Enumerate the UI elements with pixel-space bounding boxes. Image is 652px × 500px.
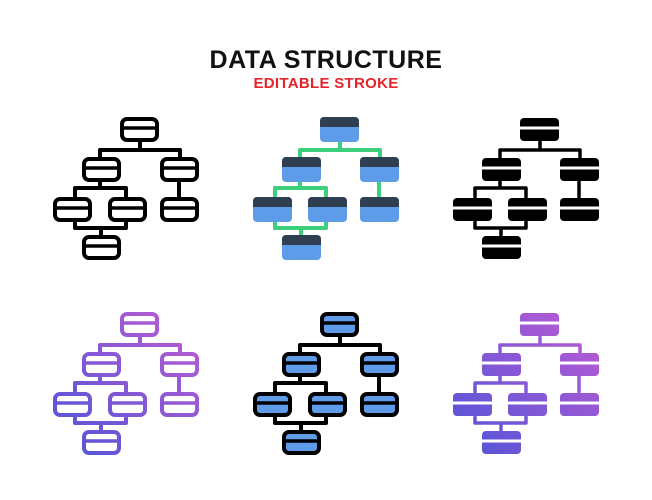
node-box <box>160 157 199 182</box>
node-box <box>482 236 521 259</box>
connector-line <box>73 220 128 237</box>
connector-line <box>273 375 328 394</box>
node-box <box>120 312 159 337</box>
node-box <box>160 197 199 222</box>
data-structure-outline-icon-svg <box>53 117 199 260</box>
node-box <box>82 235 121 260</box>
node-box <box>560 353 599 376</box>
node-box <box>520 313 559 336</box>
node-box <box>282 235 321 260</box>
page-title: DATA STRUCTURE <box>209 46 443 74</box>
connector-line <box>73 375 128 394</box>
connector-line <box>473 375 528 394</box>
node-box <box>160 352 199 377</box>
page-subtitle: EDITABLE STROKE <box>253 75 399 92</box>
node-box <box>82 157 121 182</box>
node-box <box>160 392 199 417</box>
node-box <box>453 393 492 416</box>
node-box <box>482 158 521 181</box>
node-box <box>308 392 347 417</box>
connector-line <box>73 180 128 199</box>
node-box <box>253 392 292 417</box>
connector-line <box>473 180 528 199</box>
data-structure-gradient-glyph-icon-svg <box>453 313 599 454</box>
data-structure-outline-icon <box>50 110 210 270</box>
node-box <box>320 117 359 142</box>
node-box <box>320 312 359 337</box>
node-box <box>282 157 321 182</box>
node-box <box>560 198 599 221</box>
node-box <box>308 197 347 222</box>
node-box <box>360 392 399 417</box>
node-box <box>560 158 599 181</box>
connector-line <box>473 220 528 237</box>
node-box <box>108 392 147 417</box>
data-structure-gradient-glyph-icon <box>450 305 610 465</box>
connector-line <box>273 220 328 237</box>
connector-line <box>273 415 328 432</box>
node-box <box>508 393 547 416</box>
node-box <box>108 197 147 222</box>
node-box <box>53 392 92 417</box>
data-structure-filled-outline-icon-svg <box>253 312 399 455</box>
connector-line <box>98 140 182 159</box>
connector-line <box>73 415 128 432</box>
node-box <box>253 197 292 222</box>
node-box <box>482 431 521 454</box>
data-structure-flat-color-icon <box>250 110 410 270</box>
node-box <box>360 352 399 377</box>
node-box <box>282 430 321 455</box>
connector-line <box>98 335 182 354</box>
node-box <box>453 198 492 221</box>
data-structure-gradient-outline-icon-svg <box>53 312 199 455</box>
data-structure-filled-outline-icon <box>250 305 410 465</box>
node-box <box>508 198 547 221</box>
connector-line <box>298 140 382 159</box>
node-box <box>520 118 559 141</box>
data-structure-gradient-outline-icon <box>50 305 210 465</box>
connector-line <box>473 415 528 432</box>
connector-line <box>273 180 328 199</box>
data-structure-glyph-icon <box>450 110 610 270</box>
node-box <box>560 393 599 416</box>
data-structure-flat-color-icon-svg <box>253 117 399 260</box>
node-box <box>82 352 121 377</box>
connector-line <box>498 335 582 354</box>
data-structure-glyph-icon-svg <box>453 118 599 259</box>
connector-line <box>498 140 582 159</box>
node-box <box>360 197 399 222</box>
node-box <box>82 430 121 455</box>
node-box <box>482 353 521 376</box>
node-box <box>120 117 159 142</box>
node-box <box>360 157 399 182</box>
connector-line <box>298 335 382 354</box>
node-box <box>282 352 321 377</box>
node-box <box>53 197 92 222</box>
